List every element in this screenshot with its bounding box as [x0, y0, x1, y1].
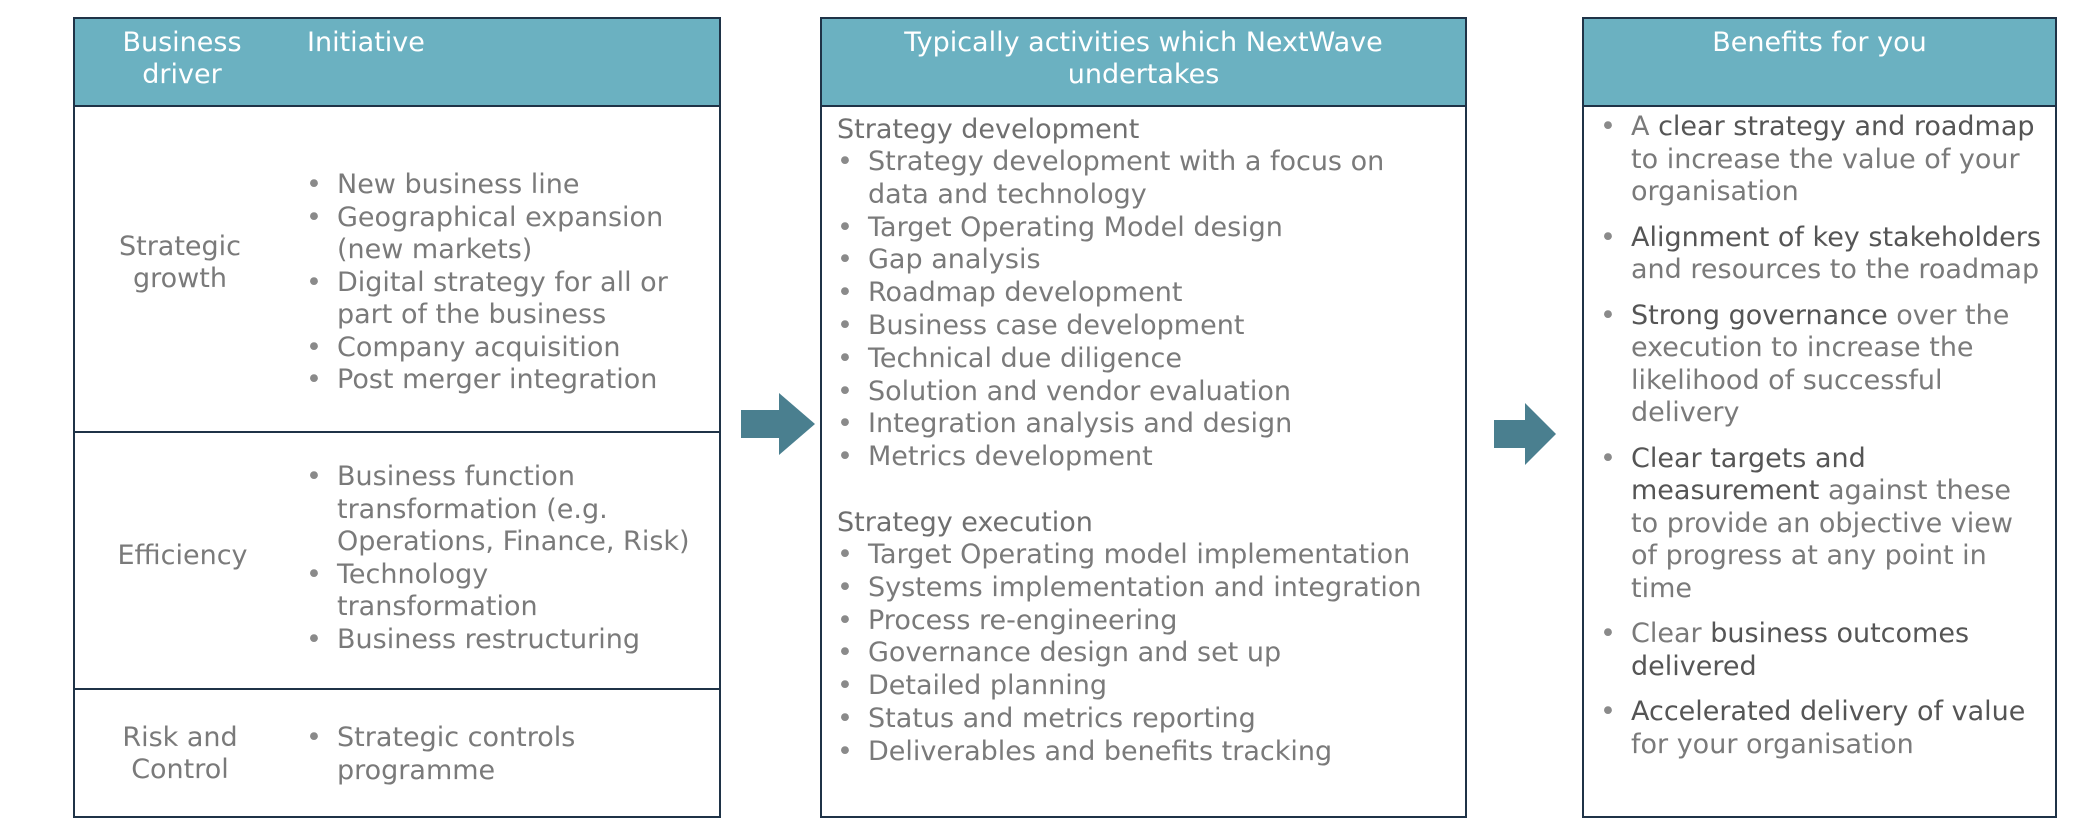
list-item: Technology transformation: [306, 559, 567, 624]
list-item: Company acquisition: [306, 332, 697, 365]
list-item: Digital strategy for all or part of the …: [306, 267, 697, 332]
list-item: Clear targets and measurement against th…: [1600, 443, 2026, 606]
list-item: Geographical expansion (new markets): [306, 202, 697, 267]
list-item: Business function transformation (e.g. O…: [306, 461, 712, 559]
list-item: Systems implementation and integration: [837, 572, 1463, 605]
list-item: Governance design and set up: [837, 637, 1463, 670]
section-title-strategy-development: Strategy development: [837, 114, 1140, 145]
arrow-right-icon: [1494, 403, 1556, 465]
list-item: Technical due diligence: [837, 343, 1458, 376]
initiative-list: Business function transformation (e.g. O…: [306, 461, 712, 657]
list-item: Status and metrics reporting: [837, 703, 1463, 736]
arrow-right-icon: [741, 393, 815, 455]
driver-label: Efficiency: [117, 540, 248, 571]
driver-row-efficiency: Efficiency Business function transformat…: [75, 431, 719, 688]
list-item: Clear business outcomes delivered: [1600, 618, 1991, 683]
list-item: Target Operating Model design: [837, 212, 1458, 245]
list-item: Post merger integration: [306, 364, 697, 397]
drivers-header: Business driver Initiative: [75, 19, 719, 107]
activities-header: Typically activities which NextWave unde…: [822, 19, 1465, 107]
list-item: A clear strategy and roadmap to increase…: [1600, 111, 2051, 209]
list-item: Deliverables and benefits tracking: [837, 736, 1463, 769]
initiative-list: Strategic controls programme: [306, 722, 637, 787]
driver-row-strategic-growth: Strategic growth New business line Geogr…: [75, 107, 719, 431]
list-item: Strategy development with a focus on dat…: [837, 146, 1408, 212]
list-item: New business line: [306, 169, 697, 202]
list-item: Strong governance over the execution to …: [1600, 300, 2026, 430]
initiative-heading: Initiative: [307, 27, 425, 58]
benefits-box: Benefits for you A clear strategy and ro…: [1582, 17, 2057, 818]
driver-row-risk-and-control: Risk and Control Strategic controls prog…: [75, 688, 719, 816]
strategy-development-list: Strategy development with a focus on dat…: [837, 146, 1458, 474]
list-item: Roadmap development: [837, 277, 1458, 310]
activities-box: Typically activities which NextWave unde…: [820, 17, 1467, 818]
business-driver-heading: Business driver: [122, 27, 242, 90]
list-item: Metrics development: [837, 441, 1458, 474]
business-drivers-box: Business driver Initiative Strategic gro…: [73, 17, 721, 818]
list-item: Strategic controls programme: [306, 722, 637, 787]
section-title-strategy-execution: Strategy execution: [837, 507, 1093, 538]
list-item: Detailed planning: [837, 670, 1463, 703]
initiative-list: New business line Geographical expansion…: [306, 169, 697, 397]
list-item: Process re-engineering: [837, 605, 1463, 638]
driver-label: Strategic growth: [118, 231, 242, 294]
list-item: Accelerated delivery of value for your o…: [1600, 696, 2051, 761]
benefits-list: A clear strategy and roadmap to increase…: [1600, 111, 2051, 774]
list-item: Target Operating model implementation: [837, 539, 1463, 572]
strategy-execution-list: Target Operating model implementation Sy…: [837, 539, 1463, 769]
list-item: Alignment of key stakeholders and resour…: [1600, 222, 2041, 287]
driver-label: Risk and Control: [122, 722, 238, 785]
list-item: Integration analysis and design: [837, 408, 1458, 441]
list-item: Solution and vendor evaluation: [837, 376, 1458, 409]
list-item: Gap analysis: [837, 244, 1458, 277]
list-item: Business case development: [837, 310, 1458, 343]
list-item: Business restructuring: [306, 624, 712, 657]
benefits-header: Benefits for you: [1584, 19, 2055, 107]
